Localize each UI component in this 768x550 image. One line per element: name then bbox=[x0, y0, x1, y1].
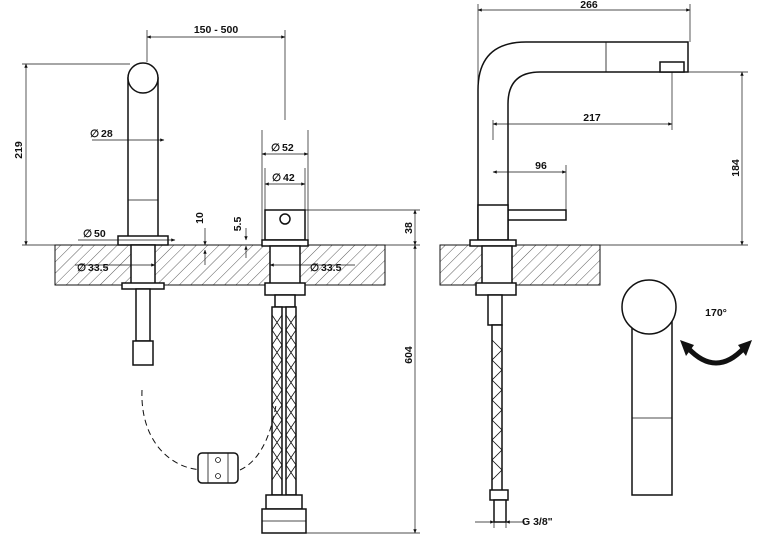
dim-hole-right: 33.5 bbox=[321, 262, 342, 274]
dim-side-depth: 266 bbox=[580, 0, 598, 11]
dim-handle-diameter-symbol: ∅ bbox=[272, 172, 281, 184]
dim-base-diameter-symbol: ∅ bbox=[83, 228, 92, 240]
dim-body-diameter-symbol: ∅ bbox=[271, 142, 280, 154]
dim-handle-diameter: 42 bbox=[283, 172, 295, 184]
dim-hole-left: 33.5 bbox=[88, 262, 109, 274]
rotation-detail: 170° bbox=[621, 279, 752, 496]
pullout-hose-path bbox=[141, 389, 277, 471]
dim-total-height: 219 bbox=[13, 141, 25, 159]
side-lever bbox=[507, 209, 567, 221]
dim-hole-left-symbol: ∅ bbox=[77, 262, 86, 274]
dim-spout-diameter-symbol: ∅ bbox=[90, 128, 99, 140]
dim-base-diameter: 50 bbox=[94, 228, 106, 240]
dim-deck-a: 10 bbox=[194, 212, 206, 224]
rotation-arrow-icon bbox=[686, 346, 746, 366]
countertop-right bbox=[439, 244, 601, 286]
hose-weight bbox=[197, 452, 239, 484]
spout-column bbox=[117, 62, 169, 366]
dim-handle-height: 38 bbox=[403, 222, 415, 234]
dim-side-handle: 96 bbox=[535, 160, 547, 172]
mixer-body bbox=[261, 209, 309, 308]
dim-spout-reach: 150 - 500 bbox=[194, 24, 239, 36]
side-view: 266 217 96 184 G 3/8" bbox=[439, 0, 748, 528]
dim-deck-b: 5.5 bbox=[232, 217, 244, 232]
dim-thread: G 3/8" bbox=[522, 516, 553, 528]
rotation-angle: 170° bbox=[705, 307, 727, 319]
dim-spout-diameter: 28 bbox=[101, 128, 113, 140]
dim-hose-length: 604 bbox=[403, 346, 415, 364]
dim-side-reach: 217 bbox=[583, 112, 601, 124]
front-view: 150 - 500 219 ∅ 28 ∅ 52 ∅ 42 ∅ 50 ∅ 33.5… bbox=[13, 24, 420, 534]
dim-body-diameter: 52 bbox=[282, 142, 294, 154]
braided-hoses bbox=[261, 306, 307, 534]
dim-side-height: 184 bbox=[730, 159, 742, 177]
dim-hole-right-symbol: ∅ bbox=[310, 262, 319, 274]
